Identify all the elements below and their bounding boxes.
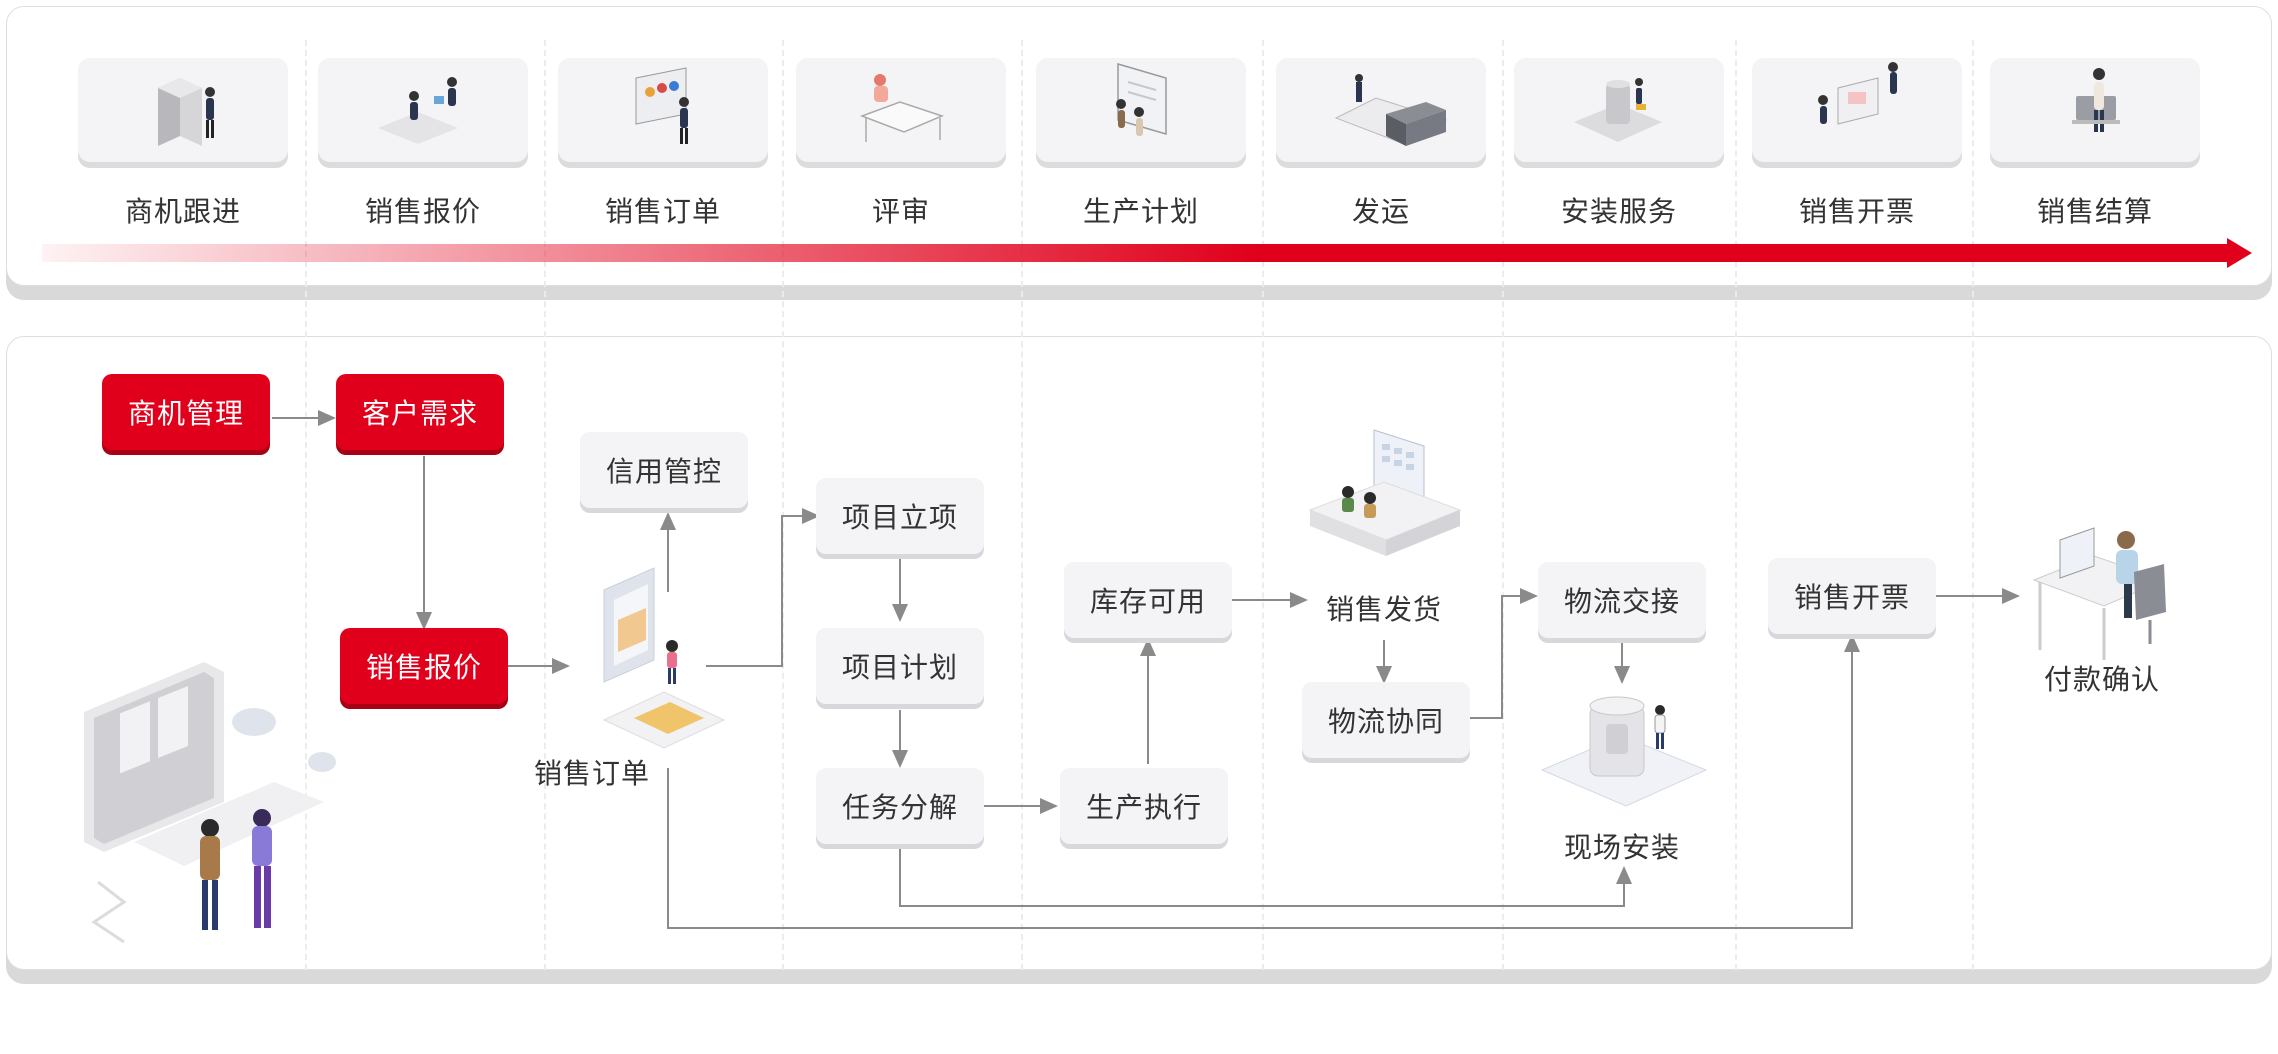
stage-opportunity: 商机跟进: [78, 58, 288, 228]
task-breakdown-box: 任务分解: [816, 768, 984, 844]
analytics-screen-illustration: [84, 662, 336, 944]
invoice-screen-icon: [1752, 58, 1962, 162]
sales-shipment-label: 销售发货: [1326, 593, 1443, 626]
logistics-coordination-box: 物流协同: [1302, 682, 1470, 758]
column-divider: [782, 40, 784, 970]
inventory-available-box: 库存可用: [1064, 562, 1232, 638]
project-plan-box: 项目计划: [816, 628, 984, 704]
column-divider: [1021, 40, 1023, 970]
column-divider: [305, 40, 307, 970]
meeting-people-icon: [318, 58, 528, 162]
stage-production-plan: 生产计划: [1036, 58, 1246, 228]
shipment-office-illustration: [1308, 429, 1462, 556]
stage-label: 发运: [1351, 195, 1410, 228]
payment-desk-illustration: [2032, 527, 2166, 660]
stage-invoicing: 销售开票: [1752, 58, 1962, 228]
column-divider: [1972, 40, 1974, 970]
stage-quotation: 销售报价: [318, 58, 528, 228]
server-person-icon: [78, 58, 288, 162]
sales-order-illustration: [602, 567, 726, 749]
site-installation-label: 现场安装: [1564, 831, 1681, 864]
opportunity-mgmt-box: 商机管理: [102, 374, 270, 450]
stage-label: 安装服务: [1560, 195, 1677, 228]
review-desk-icon: [796, 58, 1006, 162]
production-execution-box: 生产执行: [1060, 768, 1228, 844]
sales-order-label: 销售订单: [534, 757, 651, 790]
credit-control-box: 信用管控: [580, 432, 748, 508]
column-divider: [544, 40, 546, 970]
stage-label: 生产计划: [1082, 195, 1199, 228]
stage-label: 销售开票: [1798, 195, 1915, 228]
project-setup-box: 项目立项: [816, 478, 984, 554]
presentation-board-icon: [558, 58, 768, 162]
stage-installation: 安装服务: [1514, 58, 1724, 228]
progress-arrow: [42, 238, 2252, 268]
stage-label: 销售结算: [2036, 195, 2153, 228]
stage-label: 评审: [871, 195, 930, 228]
payment-confirmation-label: 付款确认: [2044, 663, 2161, 696]
column-divider: [1262, 40, 1264, 970]
stage-review: 评审: [796, 58, 1006, 228]
logistics-handover-box: 物流交接: [1538, 562, 1706, 638]
installation-machine-icon: [1514, 58, 1724, 162]
stage-settlement: 销售结算: [1990, 58, 2200, 228]
stage-label: 商机跟进: [124, 195, 241, 228]
stage-sales-order: 销售订单: [558, 58, 768, 228]
stage-label: 销售订单: [604, 195, 721, 228]
site-installation-illustration: [1540, 696, 1708, 807]
sales-quote-box: 销售报价: [340, 628, 508, 704]
sales-invoice-box: 销售开票: [1768, 558, 1936, 634]
stage-shipping: 发运: [1276, 58, 1486, 228]
whiteboard-planning-icon: [1036, 58, 1246, 162]
column-divider: [1735, 40, 1737, 970]
column-divider: [1502, 40, 1504, 970]
stage-label: 销售报价: [364, 195, 481, 228]
settlement-person-icon: [1990, 58, 2200, 162]
customer-demand-box: 客户需求: [336, 374, 504, 450]
delivery-truck-icon: [1276, 58, 1486, 162]
